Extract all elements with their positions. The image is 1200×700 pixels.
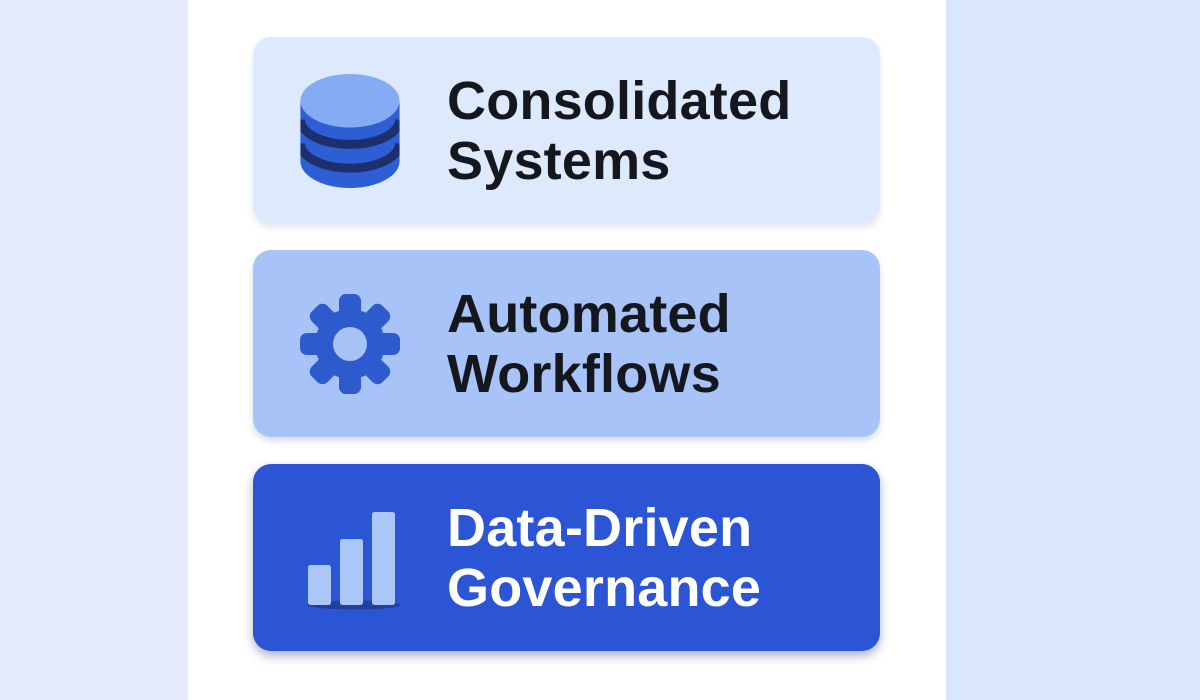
card-title: Data-Driven Governance: [447, 498, 761, 618]
bar-chart-icon: [300, 508, 401, 609]
card-title-line1: Data-Driven: [447, 497, 753, 558]
database-icon: [300, 73, 400, 188]
card-title-line2: Workflows: [447, 343, 721, 404]
card-title: Consolidated Systems: [447, 71, 791, 191]
left-background-stripe: [0, 0, 188, 700]
database-top-face: [300, 73, 400, 128]
card-title: Automated Workflows: [447, 284, 731, 404]
bar-chart-bars: [308, 511, 395, 605]
card-title-line2: Systems: [447, 130, 671, 191]
right-background-stripe: [946, 0, 1200, 700]
database-bands: [300, 118, 400, 173]
card-title-line1: Consolidated: [447, 70, 792, 131]
card-data-driven-governance[interactable]: Data-Driven Governance: [253, 464, 880, 651]
card-automated-workflows[interactable]: Automated Workflows: [253, 250, 880, 437]
card-title-line1: Automated: [447, 283, 731, 344]
gear-center-hole: [333, 326, 367, 361]
gear-icon: [300, 293, 400, 394]
card-consolidated-systems[interactable]: Consolidated Systems: [253, 37, 880, 224]
card-title-line2: Governance: [447, 557, 762, 618]
